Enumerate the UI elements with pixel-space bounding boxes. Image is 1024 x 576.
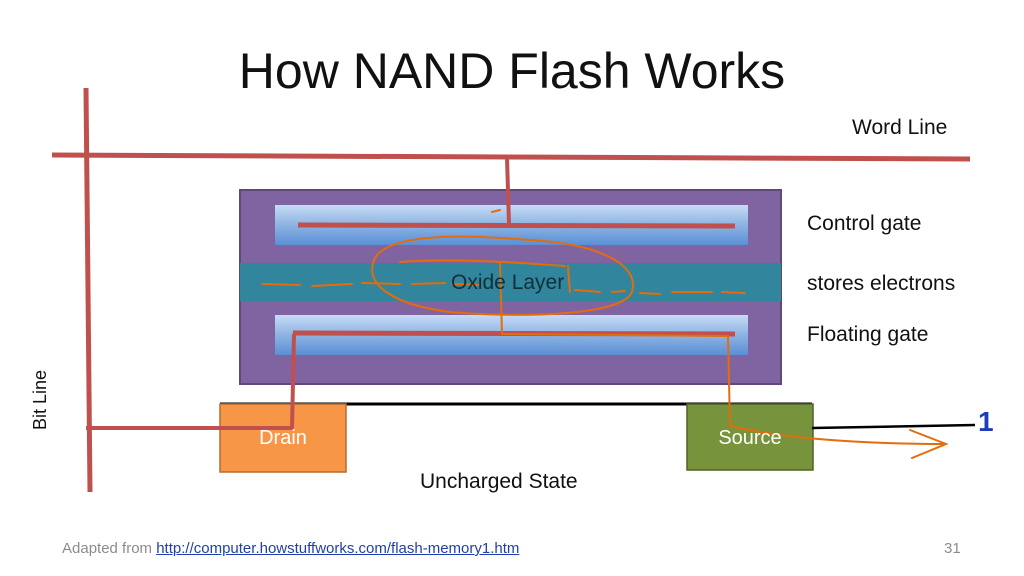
- control-gate-wire: [297, 222, 736, 229]
- slide-title: How NAND Flash Works: [238, 43, 786, 99]
- page-number: 31: [944, 540, 961, 557]
- word-line-label: Word Line: [852, 116, 948, 139]
- gate-connection-wire: [505, 157, 511, 225]
- electron-path-annotation: [261, 209, 949, 459]
- footer-credit: Adapted from http://computer.howstuffwor…: [62, 540, 519, 557]
- floating-gate-label: Floating gate: [807, 323, 929, 346]
- oxide-layer-label: Oxide Layer: [451, 271, 565, 294]
- bit-line-wire: [83, 87, 93, 493]
- source-label: Source: [718, 427, 782, 449]
- stores-electrons-label: stores electrons: [807, 272, 956, 295]
- drain-connection-wire: [86, 333, 296, 430]
- state-label: Uncharged State: [420, 470, 578, 493]
- word-line-wire: [51, 152, 971, 162]
- drain-terminal: [219, 403, 347, 473]
- source-link[interactable]: http://computer.howstuffworks.com/flash-…: [156, 540, 520, 557]
- drain-label: Drain: [259, 427, 307, 449]
- output-line: [811, 423, 976, 430]
- bit-line-label: Bit Line: [30, 369, 50, 430]
- oxide-layer: [240, 263, 781, 301]
- output-value: 1: [978, 406, 994, 437]
- footer-prefix: Adapted from: [62, 540, 157, 557]
- control-gate-label: Control gate: [807, 212, 922, 235]
